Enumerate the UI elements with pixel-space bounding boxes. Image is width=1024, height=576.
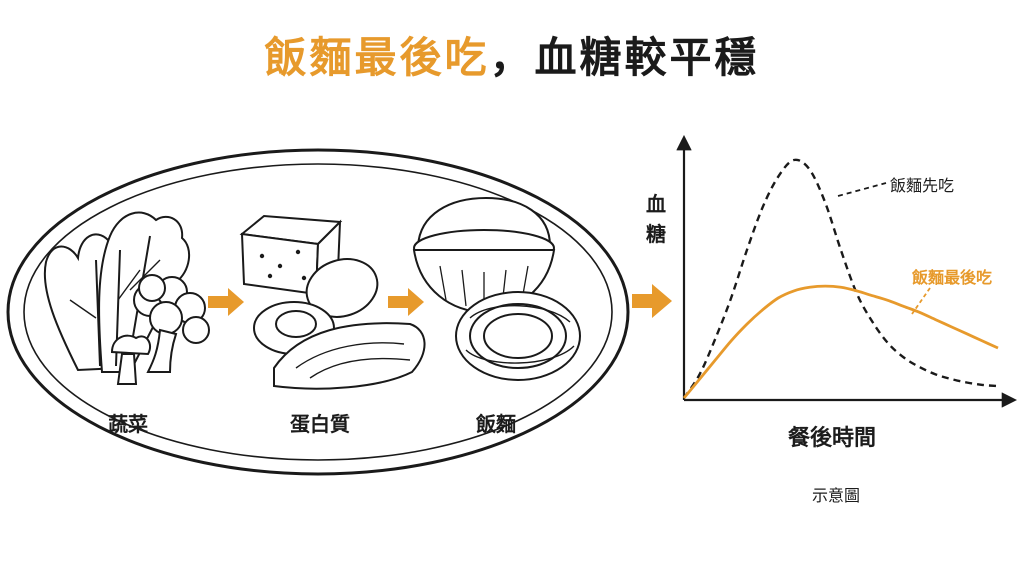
flow-arrows	[208, 284, 672, 318]
legend-series-dashed: 飯麵先吃	[890, 176, 955, 195]
rice-noodle-illustration	[412, 196, 581, 381]
arrow-icon	[388, 288, 424, 316]
leader-line-solid	[911, 287, 931, 315]
title-highlight: 飯麵最後吃	[264, 33, 490, 82]
leader-line-dashed	[837, 182, 887, 197]
x-axis-label: 餐後時間	[788, 426, 877, 451]
protein-illustration	[239, 214, 426, 390]
chart-caption: 示意圖	[812, 486, 861, 505]
food-label-vegetable: 蔬菜	[108, 412, 148, 436]
y-axis-label-1: 血	[646, 192, 666, 216]
series-line-rice-first	[682, 158, 999, 399]
chart-curves	[682, 158, 999, 399]
y-axis-label-2: 糖	[646, 222, 666, 246]
vegetable-illustration	[43, 211, 210, 385]
chart-axes	[676, 134, 1018, 408]
arrow-icon	[208, 288, 244, 316]
arrow-icon	[632, 284, 672, 318]
legend-series-solid: 飯麵最後吃	[912, 268, 993, 287]
title-rest: 血糖較平穩	[534, 33, 760, 82]
food-label-rice-noodle: 飯麵	[476, 412, 516, 436]
page-title: 飯麵最後吃，血糖較平穩	[0, 28, 1024, 88]
title-separator: ，	[489, 33, 535, 82]
series-line-rice-last	[682, 284, 999, 399]
food-label-protein: 蛋白質	[290, 412, 350, 436]
